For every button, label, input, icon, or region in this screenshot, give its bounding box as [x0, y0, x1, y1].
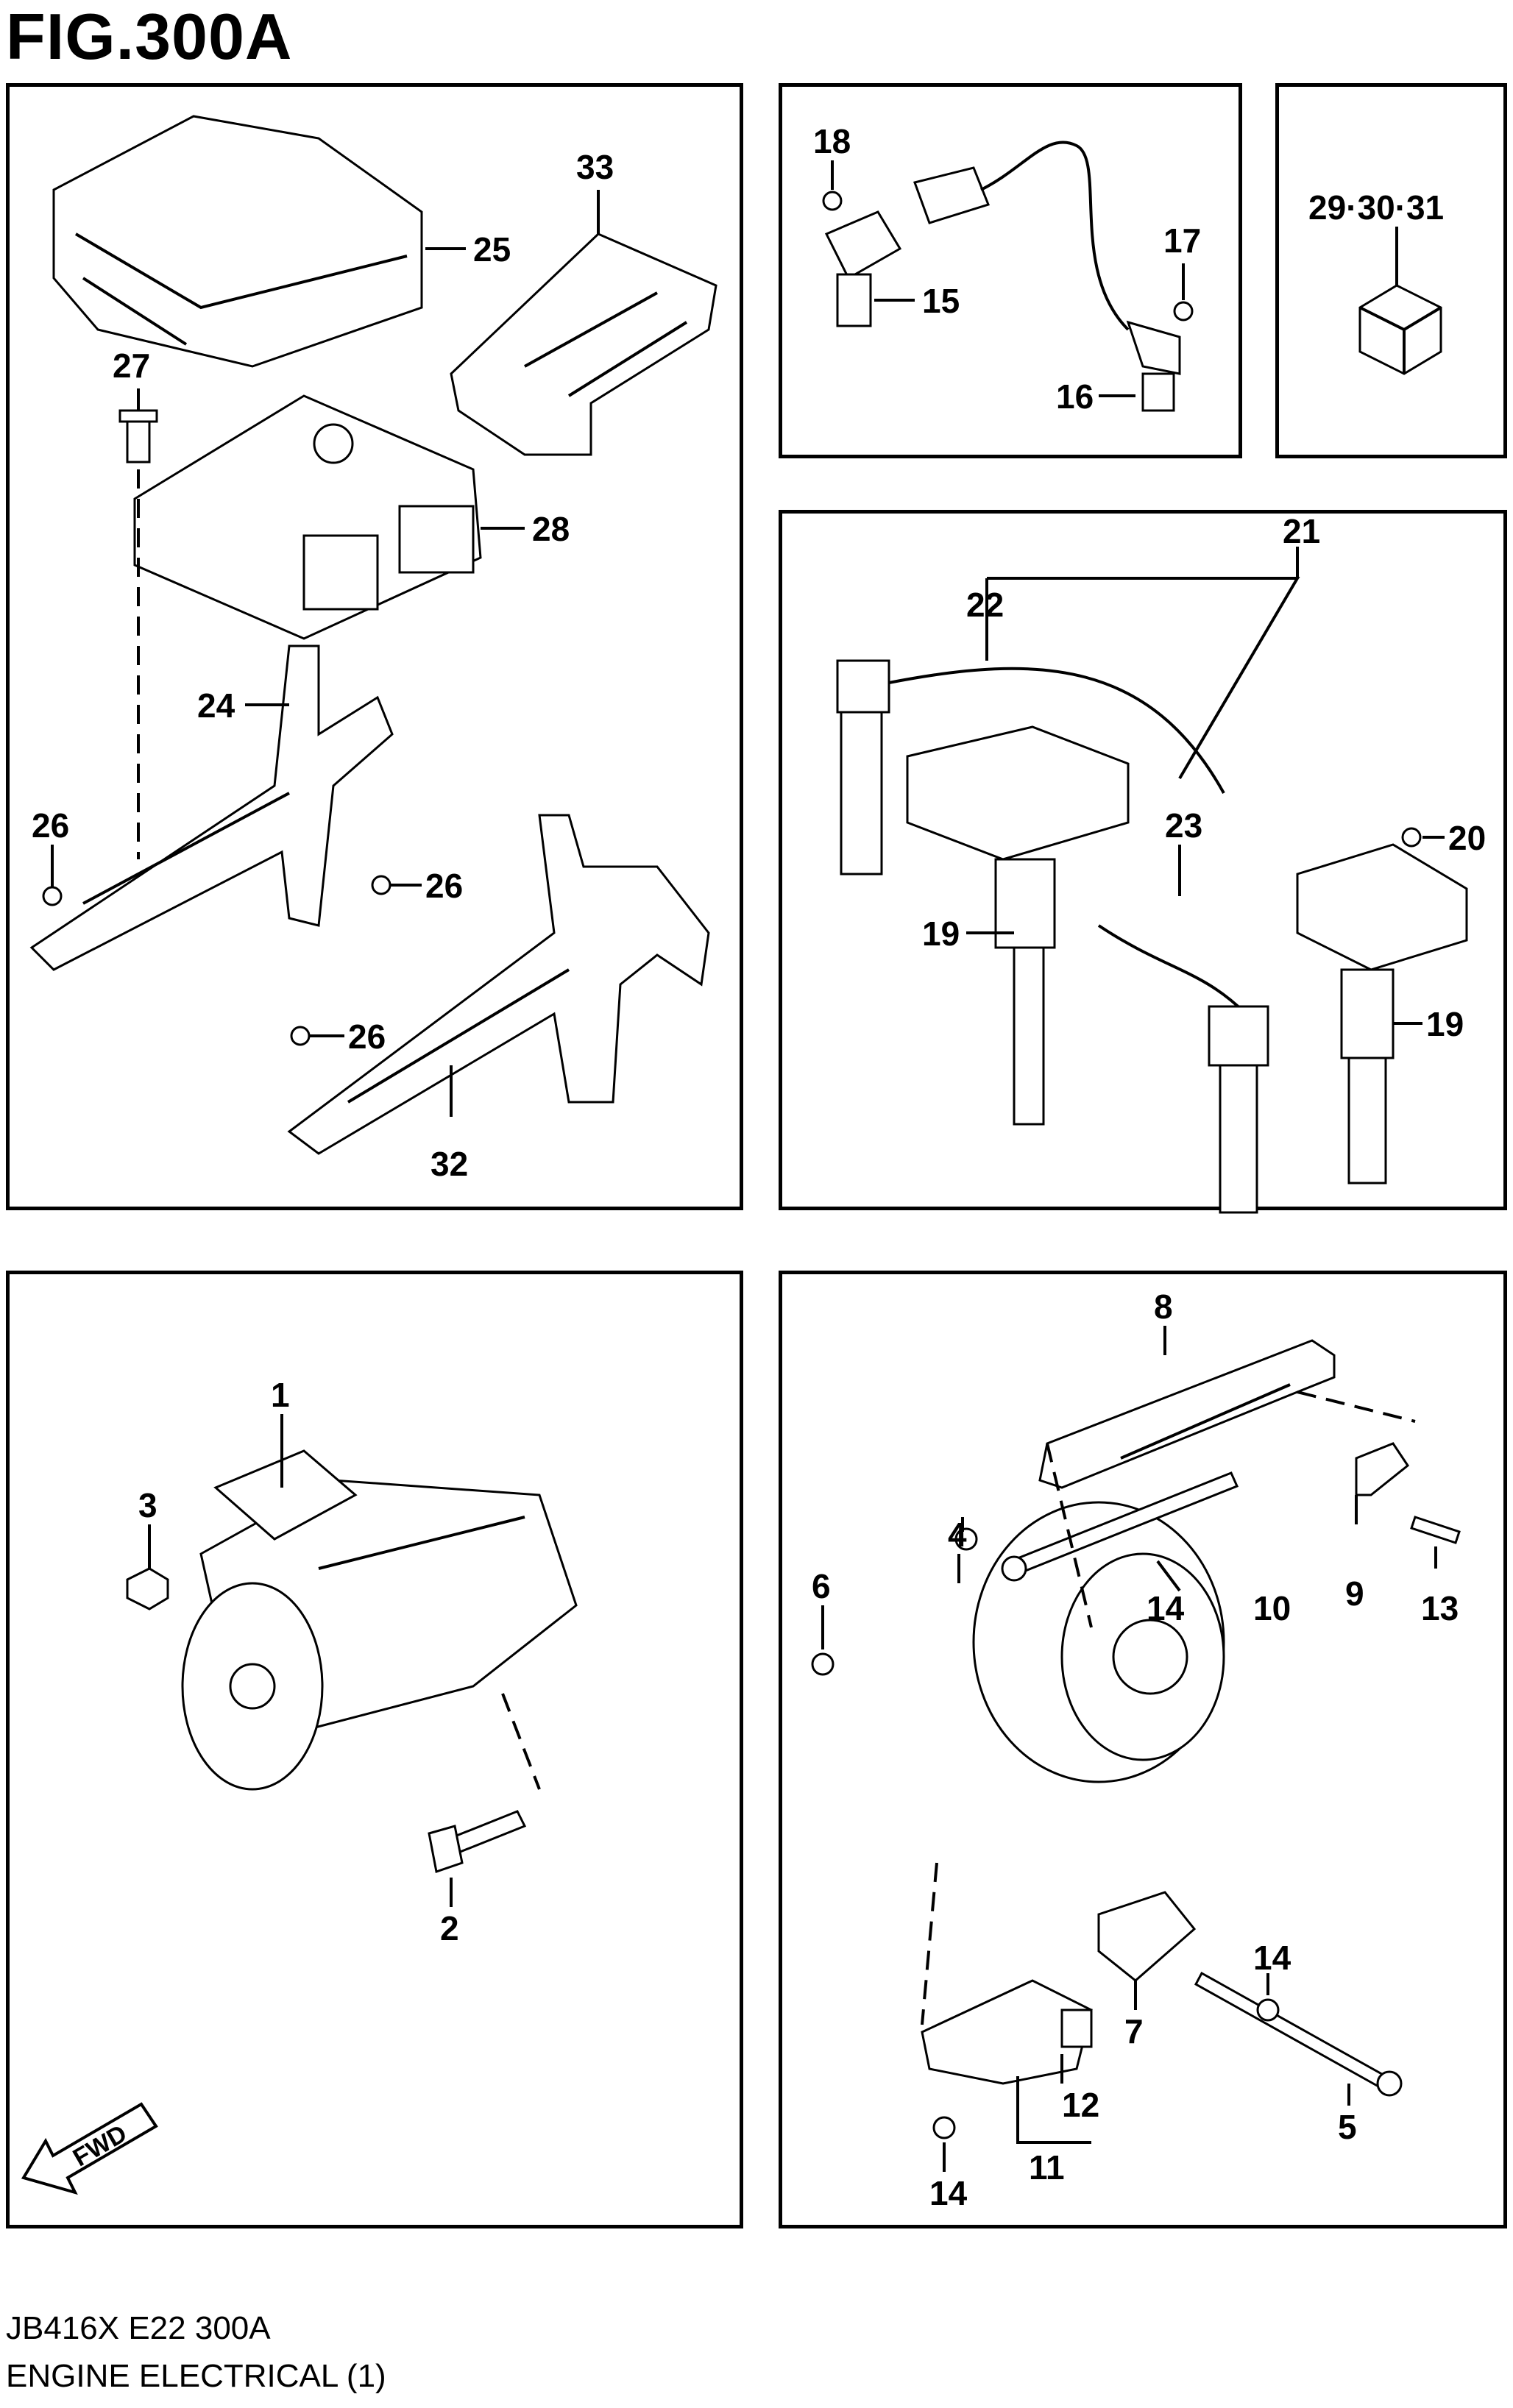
spark-plug-wire-right-part[interactable] — [1097, 924, 1269, 1214]
ecm-cover-part[interactable] — [52, 115, 423, 368]
callout-20: 20 — [1448, 819, 1486, 857]
callout-1: 1 — [271, 1376, 290, 1414]
bolt-26-lower-part[interactable] — [290, 1026, 311, 1046]
callout-17: 17 — [1163, 221, 1201, 260]
starter-drawing: 1 3 2 — [126, 1376, 578, 1947]
relay-drawing: 29·30·31 — [1308, 188, 1444, 375]
ecm-drawing: 25 33 27 28 24 26 26 26 32 — [29, 115, 717, 1183]
callout-14-bottom: 14 — [929, 2174, 968, 2212]
callout-4: 4 — [948, 1516, 967, 1554]
callout-7: 7 — [1124, 2012, 1144, 2050]
bracket-32-part[interactable] — [287, 814, 710, 1155]
brace-7-part[interactable] — [1097, 1891, 1197, 1982]
callout-6: 6 — [812, 1567, 831, 1605]
model-code: JB416X E22 300A — [6, 2310, 271, 2346]
bolt-13-part[interactable] — [1410, 1516, 1461, 1544]
callout-26-left: 26 — [32, 806, 69, 845]
callout-15: 15 — [922, 282, 960, 320]
bolt-14-upper-part[interactable] — [954, 1527, 978, 1551]
callout-19-right: 19 — [1426, 1005, 1464, 1043]
relay-panel: 29·30·31 — [1275, 83, 1507, 458]
relay-part[interactable] — [1358, 284, 1442, 375]
alternator-4-part[interactable] — [972, 1501, 1225, 1783]
callout-25: 25 — [473, 230, 511, 269]
callout-12: 12 — [1062, 2086, 1099, 2124]
bolt-27-part[interactable] — [118, 409, 158, 464]
callout-11: 11 — [1029, 2148, 1065, 2187]
callout-21: 21 — [1283, 514, 1320, 550]
adjust-plate-9-part[interactable] — [1355, 1442, 1410, 1496]
callout-28: 28 — [532, 510, 570, 548]
bolt-10-part[interactable] — [1001, 1471, 1239, 1582]
spark-plug-cap-left-part[interactable] — [836, 659, 1225, 876]
ignition-drawing: 21 22 20 23 19 19 — [836, 514, 1486, 1214]
callout-22: 22 — [966, 586, 1004, 624]
alternator-bracket-11-part[interactable] — [921, 1979, 1093, 2085]
callout-14-right: 14 — [1253, 1939, 1291, 1977]
callout-33: 33 — [576, 148, 614, 186]
sensor-harness-part[interactable] — [913, 141, 1181, 412]
bolt-17-part[interactable] — [1173, 301, 1194, 322]
alternator-bracket-8-part[interactable] — [1038, 1339, 1336, 1489]
heat-shield-part[interactable] — [450, 232, 717, 456]
nut-6-part[interactable] — [811, 1652, 835, 1676]
figure-title: FIG.300A — [6, 0, 293, 73]
callout-23: 23 — [1165, 806, 1202, 845]
callout-26-right: 26 — [425, 867, 463, 905]
callout-10: 10 — [1253, 1589, 1291, 1627]
callout-27: 27 — [113, 347, 150, 385]
sensors-panel: 18 17 15 16 — [779, 83, 1242, 458]
alternator-panel: 8 6 4 14 10 9 13 14 7 5 12 14 11 — [779, 1271, 1507, 2228]
ignition-panel: 21 22 20 23 19 19 — [779, 510, 1507, 1214]
bolt-26-left-part[interactable] — [42, 886, 63, 906]
bolt-26-right-part[interactable] — [371, 875, 391, 895]
callout-32: 32 — [430, 1145, 468, 1183]
callout-8: 8 — [1154, 1288, 1173, 1326]
bracket-24-part[interactable] — [29, 644, 394, 971]
bolt-14-bottom-part[interactable] — [932, 2116, 956, 2139]
callout-19-left: 19 — [922, 914, 960, 953]
starter-panel: 1 3 2 — [6, 1271, 743, 2228]
callout-5: 5 — [1338, 2108, 1357, 2146]
ecm-unit-part[interactable] — [133, 394, 482, 640]
callout-13: 13 — [1421, 1589, 1459, 1627]
ecm-panel: 25 33 27 28 24 26 26 26 32 — [6, 83, 743, 1210]
section-title: ENGINE ELECTRICAL (1) — [6, 2358, 386, 2394]
callout-14-upper: 14 — [1147, 1589, 1185, 1627]
alternator-drawing: 8 6 4 14 10 9 13 14 7 5 12 14 11 — [811, 1288, 1461, 2212]
ignition-coil-right-part[interactable] — [1296, 843, 1468, 1185]
callout-26-lower: 26 — [348, 1017, 386, 1056]
callout-24: 24 — [197, 686, 235, 725]
callout-3: 3 — [138, 1486, 157, 1524]
fwd-arrow-icon: FWD — [21, 2102, 158, 2195]
callout-9: 9 — [1345, 1574, 1364, 1613]
callout-2: 2 — [440, 1909, 459, 1947]
callout-29-30-31: 29·30·31 — [1308, 188, 1444, 227]
bolt-2-part[interactable] — [428, 1810, 527, 1873]
bolt-5-part[interactable] — [1194, 1971, 1403, 2097]
bolt-14-lower-right-part[interactable] — [1256, 1998, 1280, 2022]
sensors-drawing: 18 17 15 16 — [813, 122, 1201, 416]
bolt-18-part[interactable] — [822, 191, 843, 211]
callout-16: 16 — [1056, 377, 1094, 416]
nut-3-part[interactable] — [126, 1567, 169, 1610]
bolt-20-part[interactable] — [1401, 827, 1422, 848]
starter-motor-part[interactable] — [181, 1449, 578, 1791]
sensor-15-part[interactable] — [824, 210, 902, 327]
callout-18: 18 — [813, 122, 851, 160]
